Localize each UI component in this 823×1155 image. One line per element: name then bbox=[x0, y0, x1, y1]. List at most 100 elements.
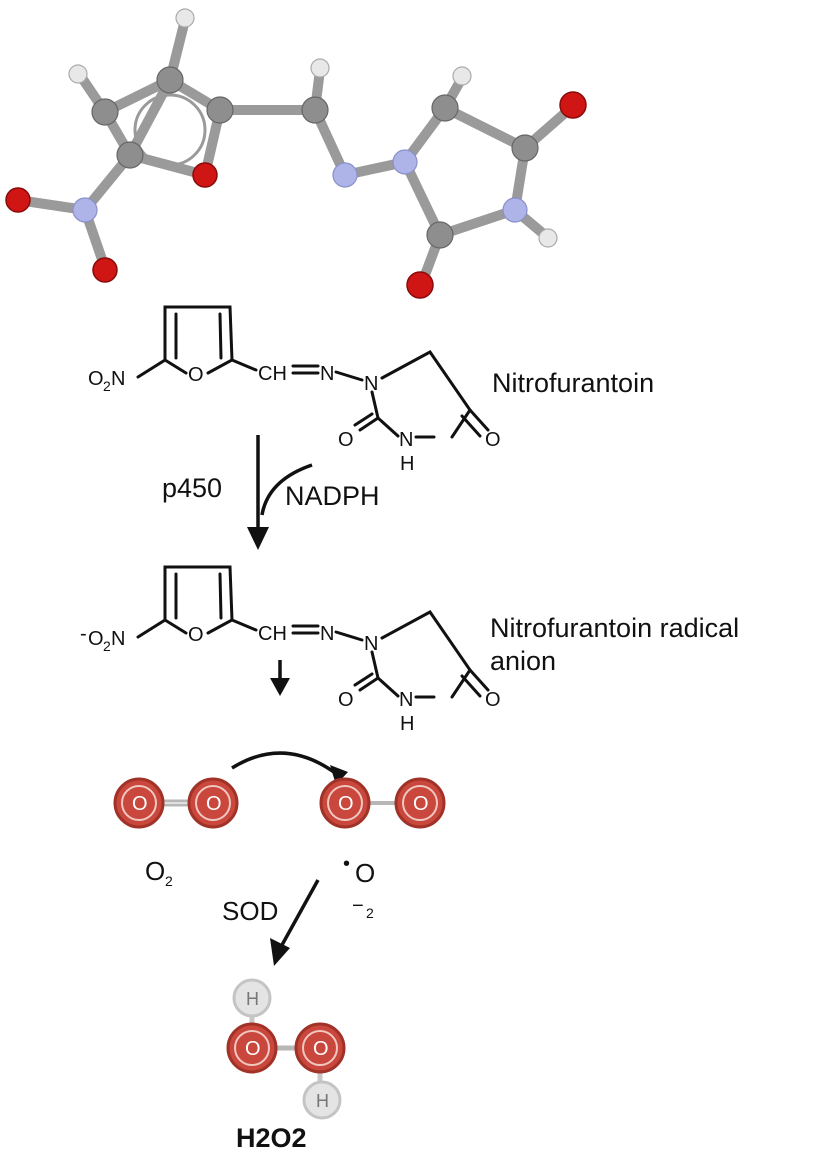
hydantoin-ring-bonds bbox=[370, 650, 400, 698]
aromatic-ring-marker bbox=[133, 93, 207, 167]
carbon-atom-ball bbox=[511, 134, 539, 162]
carbonyl-bond bbox=[468, 668, 490, 692]
superoxide-o-label: O bbox=[355, 858, 375, 888]
ch-label: CH bbox=[258, 363, 287, 385]
carbonyl-o-label: O bbox=[338, 429, 354, 451]
carbonyl-double-bond bbox=[460, 674, 482, 698]
carbonyl-o-label: O bbox=[485, 689, 501, 711]
carbon-atom-ball bbox=[301, 96, 329, 124]
radical-anion-label-line1: Nitrofurantoin radical bbox=[490, 613, 739, 643]
carbonyl-bond bbox=[358, 416, 380, 432]
model-bonds bbox=[13, 15, 578, 288]
furan-double-bond bbox=[218, 572, 223, 620]
carbon-atom-ball bbox=[431, 94, 459, 122]
nh-n-label: N bbox=[399, 429, 413, 451]
oxygen-atom-ball bbox=[559, 91, 587, 119]
hydrogen-atom-ball bbox=[68, 64, 88, 84]
carbonyl-double-bond bbox=[353, 412, 374, 427]
oxygen-atom-ball bbox=[92, 257, 118, 283]
furan-ring-bonds bbox=[136, 565, 234, 639]
electron-transfer-arrowhead bbox=[270, 678, 290, 696]
n-n-bond bbox=[334, 630, 364, 642]
h2o2-label: H2O2 bbox=[236, 1123, 307, 1153]
nitrogen-atom-ball bbox=[72, 197, 98, 223]
superoxide-molecule: O O bbox=[319, 777, 446, 829]
nh-h-label: H bbox=[400, 453, 414, 475]
superoxide-subscript: 2 bbox=[366, 905, 374, 921]
oxygen-letter: O bbox=[132, 793, 148, 815]
carbonyl-bond bbox=[468, 408, 490, 432]
furan-ring-bonds bbox=[136, 305, 234, 379]
carbonyl-double-bond bbox=[353, 672, 374, 687]
oxygen-atom-ball bbox=[192, 162, 218, 188]
carbonyl-double-bond bbox=[460, 414, 482, 438]
carbon-atom-ball bbox=[156, 66, 184, 94]
radical-anion-structure: - O 2 N O CH N N O N H O bbox=[80, 565, 501, 735]
carbon-atom-ball bbox=[116, 141, 144, 169]
ch-label: CH bbox=[258, 623, 287, 645]
furan-o-label: O bbox=[188, 364, 204, 386]
carbon-atom-ball bbox=[91, 98, 119, 126]
oxidation-curved-arrow bbox=[231, 751, 340, 777]
model-atoms bbox=[5, 8, 587, 299]
nitro-subscript: 2 bbox=[103, 638, 111, 654]
nh-h-label: H bbox=[400, 713, 414, 735]
oxygen-letter: O bbox=[206, 793, 222, 815]
p450-label: p450 bbox=[162, 473, 222, 503]
sod-arrow bbox=[280, 879, 320, 946]
hydrogen-letter: H bbox=[246, 989, 259, 1009]
carbonyl-bond bbox=[358, 676, 380, 692]
carbon-atom-ball bbox=[206, 96, 234, 124]
hydantoin-ring-bonds bbox=[370, 390, 400, 438]
n-n-bond bbox=[334, 370, 364, 382]
o2-subscript: 2 bbox=[165, 873, 173, 889]
hydrogen-atom bbox=[302, 1080, 342, 1120]
superoxide-minus: − bbox=[352, 895, 364, 917]
reduction-arrowhead bbox=[247, 527, 269, 550]
oxygen-atom-ball bbox=[5, 187, 31, 213]
hydrogen-letter: H bbox=[316, 1091, 329, 1111]
nitro-o-label: O bbox=[88, 368, 104, 390]
nitrogen-atom-ball bbox=[502, 197, 528, 223]
ball-and-stick-model bbox=[5, 8, 587, 299]
h2o2-molecule: H O O H bbox=[226, 978, 346, 1120]
hydantoin-ring-bonds bbox=[380, 350, 472, 439]
carbon-atom-ball bbox=[426, 221, 454, 249]
oxygen-letter: O bbox=[245, 1038, 261, 1060]
hydrogen-atom-ball bbox=[452, 66, 472, 86]
radical-anion-label-line2: anion bbox=[490, 646, 556, 676]
hydrogen-atom-ball bbox=[538, 228, 558, 248]
radical-charge-label: - bbox=[80, 623, 87, 645]
ring-to-ch-bond bbox=[230, 618, 258, 632]
nitrogen-atom-ball bbox=[332, 162, 358, 188]
imine-n-label: N bbox=[320, 363, 334, 385]
oxygen-letter: O bbox=[313, 1038, 329, 1060]
ring-n-label: N bbox=[364, 373, 378, 395]
sod-label: SOD bbox=[222, 896, 278, 926]
furan-ring-bond bbox=[163, 358, 188, 375]
hydrogen-atom-ball bbox=[310, 58, 330, 78]
furan-o-label: O bbox=[188, 624, 204, 646]
nitrogen-atom-ball bbox=[392, 149, 418, 175]
oxygen-atom-ball bbox=[406, 271, 434, 299]
superoxide-radical-dot: • bbox=[343, 853, 350, 875]
oxygen-letter: O bbox=[338, 793, 354, 815]
nitro-n-label: N bbox=[111, 368, 125, 390]
furan-ring-bond bbox=[163, 618, 188, 635]
o2-molecule: O O bbox=[113, 777, 239, 829]
hydrogen-atom bbox=[232, 978, 272, 1018]
ring-n-label: N bbox=[364, 633, 378, 655]
o2-label: O bbox=[145, 856, 165, 886]
nitrofurantoin-label: Nitrofurantoin bbox=[492, 368, 654, 398]
nitro-n-label: N bbox=[111, 628, 125, 650]
oxygen-letter: O bbox=[413, 793, 429, 815]
nitrofurantoin-structure: O 2 N O CH N N O N H O bbox=[88, 305, 501, 475]
carbonyl-o-label: O bbox=[485, 429, 501, 451]
nitro-subscript: 2 bbox=[103, 378, 111, 394]
nadph-cofactor-arrow bbox=[260, 463, 313, 516]
ring-to-ch-bond bbox=[230, 358, 258, 372]
hydrogen-atom-ball bbox=[175, 8, 195, 28]
hydantoin-ring-bonds bbox=[380, 610, 472, 699]
imine-n-label: N bbox=[320, 623, 334, 645]
